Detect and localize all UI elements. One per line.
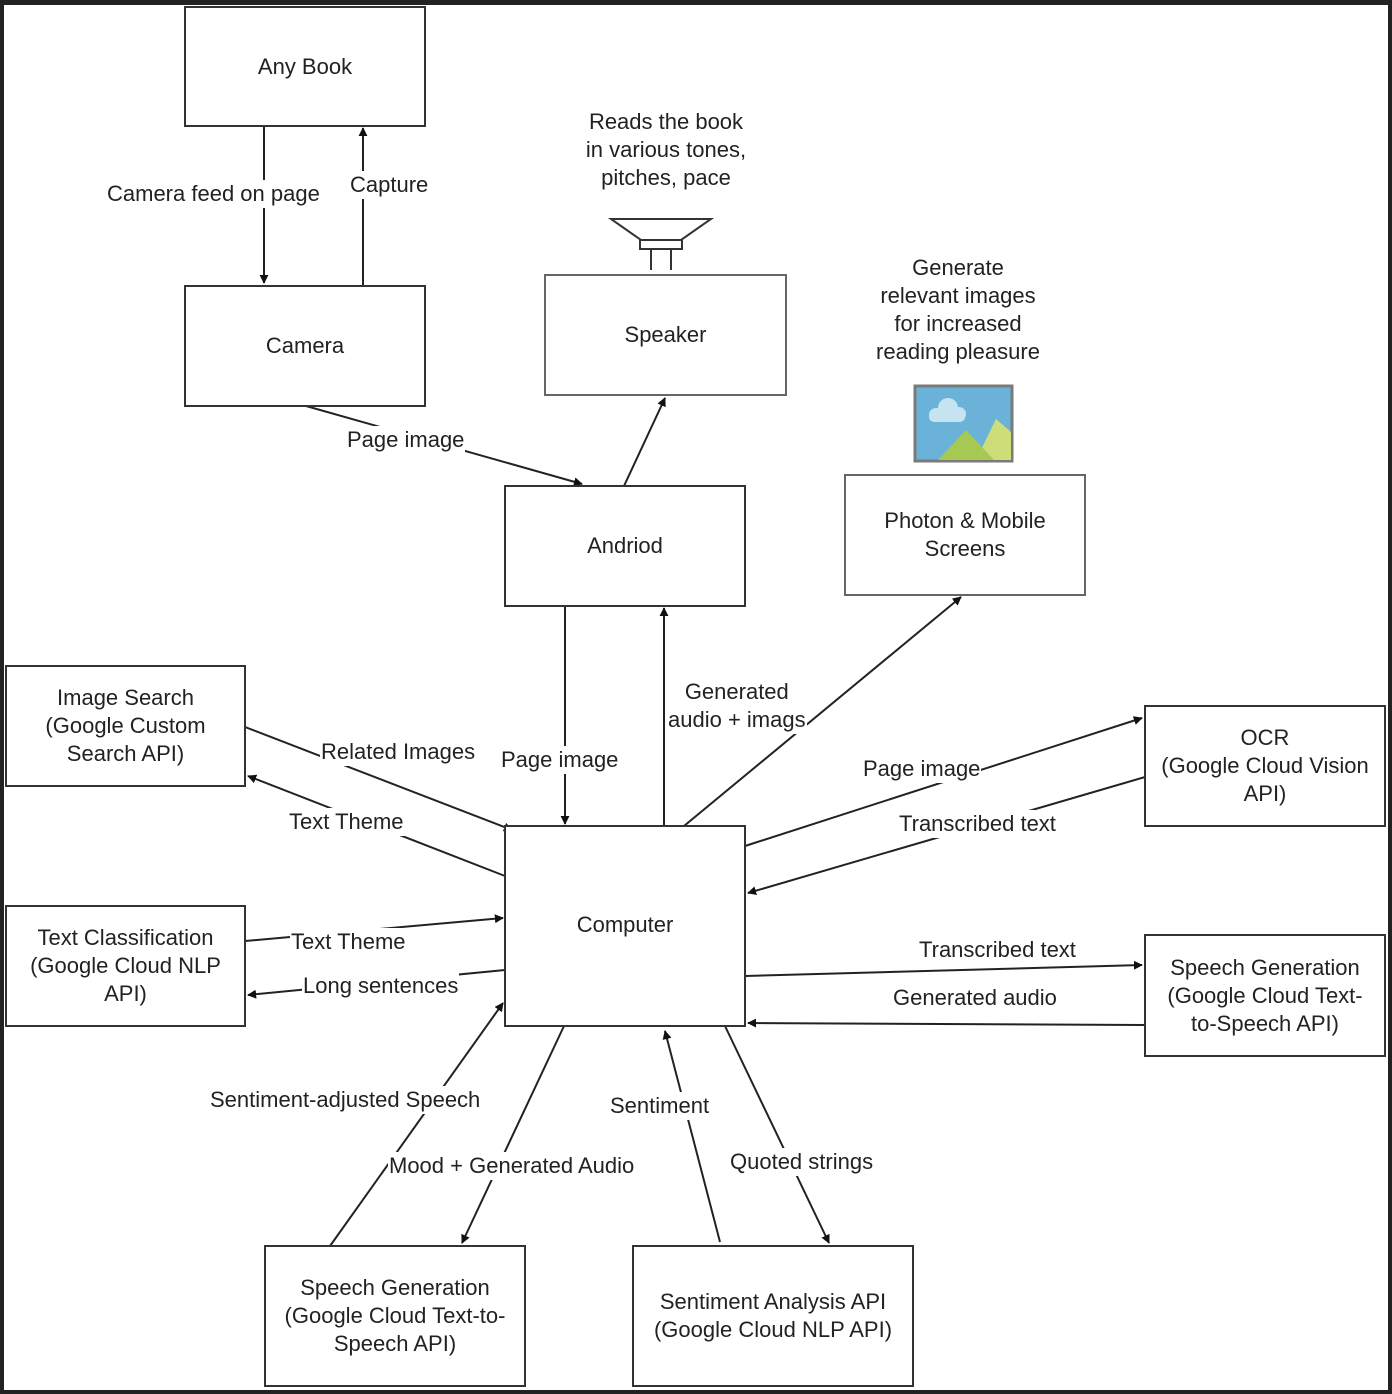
edge-label-mood-generated-audio: Mood + Generated Audio bbox=[388, 1152, 636, 1180]
edge-label-capture: Capture bbox=[349, 171, 430, 199]
edge-computer-to-screens bbox=[683, 596, 962, 827]
edge-search-to-computer bbox=[244, 726, 513, 832]
node-speech-generation-bottom[interactable]: Speech Generation (Google Cloud Text-to-… bbox=[264, 1245, 526, 1387]
edge-label-related-images: Related Images bbox=[320, 738, 477, 766]
edge-label-generated-audio-images: Generated audio + imags bbox=[667, 678, 807, 734]
image-icon bbox=[913, 384, 1014, 463]
speaker-caption: Reads the book in various tones, pitches… bbox=[585, 109, 747, 190]
node-photon-screens[interactable]: Photon & Mobile Screens bbox=[844, 474, 1086, 596]
edge-label-long-sentences: Long sentences bbox=[302, 972, 460, 1000]
edge-sentiment-to-computer bbox=[662, 1030, 721, 1243]
node-computer[interactable]: Computer bbox=[504, 825, 746, 1027]
edge-label-sentiment: Sentiment bbox=[609, 1092, 711, 1120]
edge-label-tts-generated-audio: Generated audio bbox=[893, 985, 1057, 1010]
edge-tts-right-to-computer bbox=[747, 1018, 1146, 1028]
images-caption: Generate relevant images for increased r… bbox=[876, 255, 1040, 364]
speaker-icon bbox=[607, 218, 715, 270]
edge-computer-to-tts-bottom bbox=[461, 1025, 565, 1244]
node-any-book[interactable]: Any Book bbox=[184, 6, 426, 127]
node-sentiment-analysis[interactable]: Sentiment Analysis API (Google Cloud NLP… bbox=[632, 1245, 914, 1387]
edge-label-quoted-strings: Quoted strings bbox=[729, 1148, 875, 1176]
diagram-canvas: Any Book Camera Speaker Andriod Photon &… bbox=[4, 5, 1388, 1390]
edge-label-android-page-image: Page image bbox=[500, 746, 620, 774]
edge-label-ocr-page-image: Page image bbox=[862, 755, 982, 783]
edge-tts-bottom-to-computer bbox=[329, 1002, 504, 1247]
edge-label-camera-page-image: Page image bbox=[346, 426, 466, 454]
node-speaker[interactable]: Speaker bbox=[544, 274, 787, 396]
edge-label-text-theme-classification: Text Theme bbox=[290, 928, 407, 956]
node-speech-generation-right[interactable]: Speech Generation (Google Cloud Text- to… bbox=[1144, 934, 1386, 1057]
node-camera[interactable]: Camera bbox=[184, 285, 426, 407]
node-image-search[interactable]: Image Search (Google Custom Search API) bbox=[5, 665, 246, 787]
edge-computer-to-sentiment bbox=[724, 1025, 830, 1244]
edge-label-ocr-transcribed: Transcribed text bbox=[898, 810, 1057, 838]
edge-label-tts-transcribed: Transcribed text bbox=[919, 937, 1076, 962]
node-text-classification[interactable]: Text Classification (Google Cloud NLP AP… bbox=[5, 905, 246, 1027]
edge-label-text-theme-search: Text Theme bbox=[288, 808, 405, 836]
edge-label-sentiment-adjusted-speech: Sentiment-adjusted Speech bbox=[209, 1086, 482, 1114]
node-ocr[interactable]: OCR (Google Cloud Vision API) bbox=[1144, 705, 1386, 827]
edge-computer-to-tts-right bbox=[744, 960, 1143, 977]
edge-label-camera-feed: Camera feed on page bbox=[106, 180, 321, 208]
edge-android-to-speaker bbox=[623, 397, 666, 487]
node-andriod[interactable]: Andriod bbox=[504, 485, 746, 607]
